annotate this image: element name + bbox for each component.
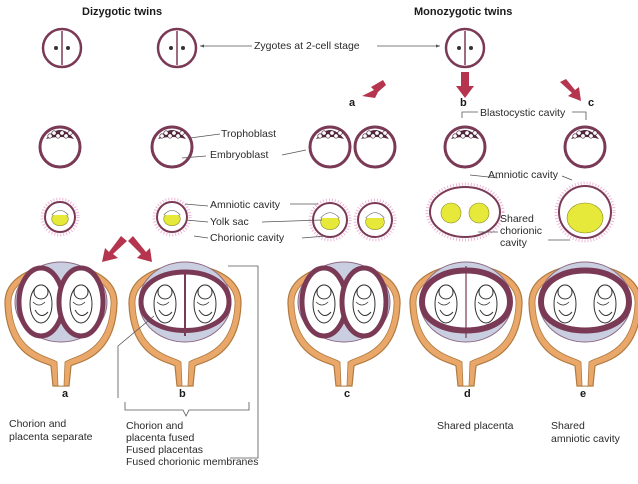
leader-fused-membranes xyxy=(228,265,259,459)
route-letter-c: c xyxy=(588,97,595,109)
route-arrows xyxy=(102,72,581,262)
label-yolk-sac: Yolk sac xyxy=(210,216,249,228)
panel-letter-d: d xyxy=(464,388,471,400)
label-chorionic-cavity: Chorionic cavity xyxy=(210,232,285,244)
blastocyst-d xyxy=(443,125,487,169)
caption-a-line-2: placenta separate xyxy=(9,431,93,443)
blastocyst-c2 xyxy=(353,125,397,169)
embryo-b xyxy=(152,197,192,237)
label-shared-chorionic-cavity-2: chorionic xyxy=(500,225,543,237)
route-letter-a: a xyxy=(349,97,356,109)
panel-letter-a: a xyxy=(62,388,69,400)
label-blastocystic-cavity: Blastocystic cavity xyxy=(480,107,566,119)
caption-b-line-1: Chorion and xyxy=(126,420,184,432)
caption-e-line-1: Shared xyxy=(551,420,585,432)
zygote-dizygotic-2 xyxy=(156,27,198,69)
caption-b-line-3: Fused placentas xyxy=(126,444,204,456)
label-shared-chorionic-cavity-1: Shared xyxy=(500,213,534,225)
blastocyst-a xyxy=(38,125,82,169)
uterus-panel-a xyxy=(4,261,118,387)
embryo-c2 xyxy=(353,198,397,242)
blastocyst-b xyxy=(150,125,194,169)
embryo-a xyxy=(40,197,80,237)
uterus-panel-d xyxy=(409,261,523,387)
embryo-e-shared-amnion xyxy=(554,181,616,243)
arrow-dizygotic-a xyxy=(102,236,127,262)
arrow-route-a xyxy=(362,80,386,98)
label-pointers xyxy=(181,111,587,241)
label-amniotic-cavity: Amniotic cavity xyxy=(210,199,281,211)
zygote-monozygotic xyxy=(444,27,486,69)
arrow-route-b xyxy=(456,72,474,98)
panel-letter-b: b xyxy=(179,388,186,400)
label-embryoblast: Embryoblast xyxy=(210,149,269,161)
label-zygotes: Zygotes at 2-cell stage xyxy=(254,40,360,52)
blastocyst-row xyxy=(38,125,607,169)
uterus-row xyxy=(4,261,638,387)
embryo-c1 xyxy=(308,198,352,242)
caption-d-line-1: Shared placenta xyxy=(437,420,514,432)
uterus-panel-e xyxy=(528,261,638,387)
label-trophoblast: Trophoblast xyxy=(221,128,277,140)
caption-b-line-2: placenta fused xyxy=(126,432,195,444)
route-letter-b: b xyxy=(460,97,467,109)
uterus-panel-b xyxy=(128,261,242,387)
panel-letter-e: e xyxy=(580,388,587,400)
title-monozygotic: Monozygotic twins xyxy=(414,6,513,18)
label-amniotic-cavity-right: Amniotic cavity xyxy=(488,169,559,181)
zygote-dizygotic-1 xyxy=(41,27,83,69)
label-shared-chorionic-cavity-3: cavity xyxy=(500,237,527,249)
title-dizygotic: Dizygotic twins xyxy=(82,6,163,18)
embryo-d-shared-chorion xyxy=(425,182,505,242)
blastocyst-e xyxy=(563,125,607,169)
leader-fused-placentas xyxy=(117,315,155,398)
arrow-dizygotic-b xyxy=(128,236,152,262)
caption-e-line-2: amniotic cavity xyxy=(551,433,620,445)
embryo-row xyxy=(40,181,616,243)
caption-b-line-4: Fused chorionic membranes xyxy=(126,456,259,468)
uterus-panel-c xyxy=(287,261,401,387)
caption-a-line-1: Chorion and xyxy=(9,418,67,430)
blastocyst-c1 xyxy=(308,125,352,169)
arrow-route-c xyxy=(560,79,581,101)
panel-letter-c: c xyxy=(344,388,351,400)
bracket-panel-b xyxy=(124,402,250,417)
